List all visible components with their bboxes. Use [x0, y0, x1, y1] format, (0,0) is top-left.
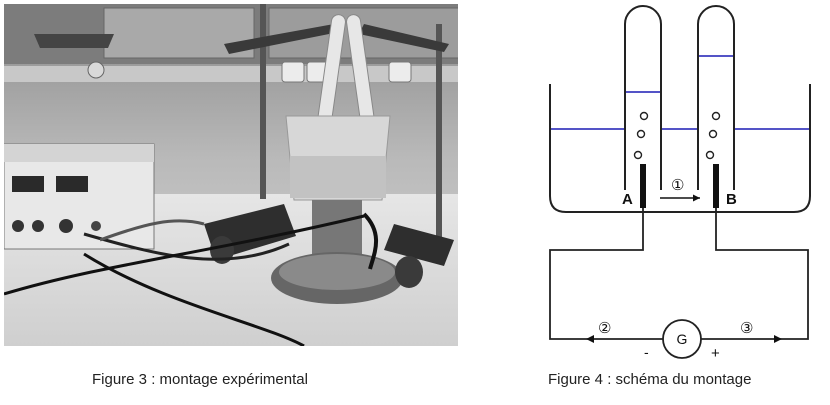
electrode-a [640, 164, 646, 208]
arrow-2-head [586, 335, 594, 343]
figure-3-caption: Figure 3 : montage expérimental [92, 371, 308, 388]
electrode-b [713, 164, 719, 208]
test-tube-b [697, 5, 735, 190]
bubble-b-3 [705, 150, 715, 160]
electrode-a-label: A [622, 191, 633, 208]
arrow-3-head [774, 335, 782, 343]
arrow-3-label: ③ [740, 320, 753, 337]
minus-sign: - [644, 344, 649, 360]
galvanometer [662, 319, 702, 359]
circuit-schematic: A B ① G ② ③ - + [549, 5, 811, 360]
bubble-b-1 [711, 111, 721, 121]
bubble-a-3 [633, 150, 643, 160]
test-tube-a [624, 5, 662, 190]
galvanometer-label: G [677, 331, 688, 347]
experimental-setup-photo [4, 4, 458, 346]
arrow-1-head [693, 194, 700, 202]
bubble-a-2 [636, 129, 646, 139]
arrow-1-label: ① [671, 177, 684, 194]
figure-4-caption: Figure 4 : schéma du montage [548, 371, 752, 388]
electrode-b-label: B [726, 191, 737, 208]
plus-sign: + [711, 345, 720, 360]
arrow-2-label: ② [598, 320, 611, 337]
wire-from-b [701, 208, 809, 340]
bubble-a-1 [639, 111, 649, 121]
vessel-outline [549, 84, 811, 213]
bubble-b-2 [708, 129, 718, 139]
